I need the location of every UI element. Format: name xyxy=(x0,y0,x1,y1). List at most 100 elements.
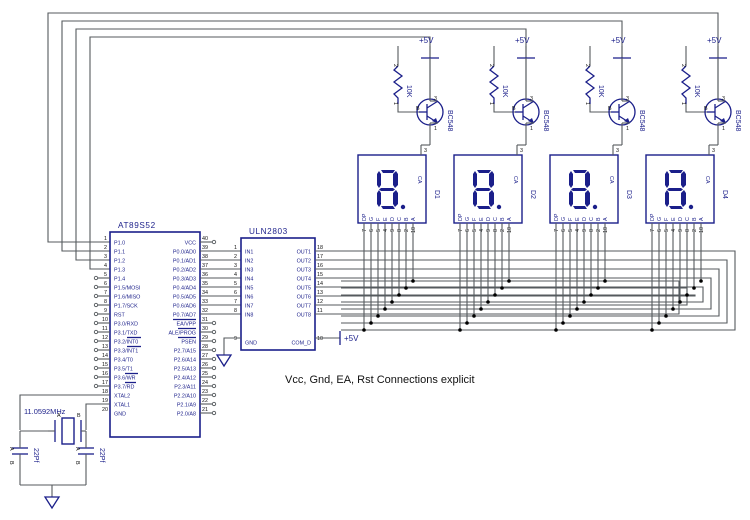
svg-text:8: 8 xyxy=(104,299,107,305)
display-d3-anode-label: CA xyxy=(608,176,614,184)
svg-text:P0.5/AD5: P0.5/AD5 xyxy=(173,295,196,301)
driver-label: ULN2803 xyxy=(249,227,288,236)
svg-text:10: 10 xyxy=(102,317,108,323)
svg-text:5: 5 xyxy=(472,229,478,232)
svg-text:36: 36 xyxy=(202,272,208,278)
svg-text:P3.0/RXD: P3.0/RXD xyxy=(114,322,138,328)
driver-com-pinnum: 10 xyxy=(317,336,323,342)
svg-text:27: 27 xyxy=(202,353,208,359)
svg-text:23: 23 xyxy=(202,389,208,395)
transistor-4-pin-e: 1 xyxy=(722,126,725,132)
display-d3[interactable]: D3 CA 3 DP G F E D C B A 7 6 5 4 9 8 2 1… xyxy=(549,133,632,332)
crystal-pin-b: B xyxy=(77,413,81,419)
supply-label-3: +5V xyxy=(611,36,626,45)
transistor-stage-4[interactable]: +5V 10K 2 1 BC548 3 B 1 xyxy=(680,36,741,133)
crystal-oscillator[interactable]: 11.0592MHz A B 22Pf A B 22Pf A B xyxy=(8,394,110,510)
svg-text:EA/VPP: EA/VPP xyxy=(177,322,197,328)
svg-text:2: 2 xyxy=(596,229,602,232)
svg-text:OUT6: OUT6 xyxy=(297,295,311,301)
svg-text:G: G xyxy=(369,217,375,221)
transistor-stage-1[interactable]: +5V 10K 2 1 BC548 3 B 1 xyxy=(392,36,453,133)
transistor-stage-2[interactable]: +5V 10K 2 1 BC548 3 B 1 xyxy=(488,36,549,133)
svg-text:37: 37 xyxy=(202,263,208,269)
resistor-1-value: 10K xyxy=(405,85,412,98)
svg-text:17: 17 xyxy=(317,254,323,260)
svg-text:10: 10 xyxy=(411,227,417,233)
transistor-2-pin-c: 3 xyxy=(530,96,533,102)
svg-text:G: G xyxy=(657,217,663,221)
transistor-1-pin-b: B xyxy=(416,106,420,112)
display-d2-anode-label: CA xyxy=(512,176,518,184)
cap-2-pin-bottom: B xyxy=(74,461,80,465)
svg-text:9: 9 xyxy=(486,229,492,232)
resistor-3-pin-bottom: 1 xyxy=(584,102,590,105)
driver-gnd-label: GND xyxy=(245,341,257,347)
svg-text:P0.4/AD4: P0.4/AD4 xyxy=(173,286,196,292)
display-d1[interactable]: D1 CA 3 DP G F E D C B A 7 6 5 4 9 8 2 1… xyxy=(357,133,440,332)
svg-text:D: D xyxy=(582,217,588,221)
seven-segment-glyph-d2 xyxy=(473,170,502,210)
svg-text:P3.2/INT0: P3.2/INT0 xyxy=(114,340,138,346)
supply-label-4: +5V xyxy=(707,36,722,45)
svg-text:P2.1/A9: P2.1/A9 xyxy=(177,403,196,409)
transistor-stage-3[interactable]: +5V 10K 2 1 BC548 3 B 1 xyxy=(584,36,645,133)
svg-text:IN1: IN1 xyxy=(245,250,253,256)
svg-text:10: 10 xyxy=(507,227,513,233)
resistor-4-pin-top: 2 xyxy=(680,64,686,67)
display-d4[interactable]: D4 CA 3 DP G F E D C B A 7 6 5 4 9 8 2 1… xyxy=(645,133,728,332)
display-d4-segment-labels: DP G F E D C B A 7 6 5 4 9 8 2 10 xyxy=(650,213,705,233)
svg-text:IN7: IN7 xyxy=(245,304,253,310)
svg-text:4: 4 xyxy=(575,229,581,232)
svg-text:2: 2 xyxy=(692,229,698,232)
cap-1-pin-top: A xyxy=(8,447,14,451)
transistor-1-pin-e: 1 xyxy=(434,126,437,132)
svg-text:F: F xyxy=(664,217,670,221)
display-d1-segment-labels: DP G F E D C B A 7 6 5 4 9 8 2 10 xyxy=(362,213,417,233)
svg-text:26: 26 xyxy=(202,362,208,368)
cap-2-value: 22Pf xyxy=(98,448,105,462)
transistor-4-pin-c: 3 xyxy=(722,96,725,102)
svg-text:IN3: IN3 xyxy=(245,268,253,274)
svg-text:OUT8: OUT8 xyxy=(297,313,311,319)
svg-text:6: 6 xyxy=(657,229,663,232)
svg-text:16: 16 xyxy=(317,263,323,269)
svg-text:6: 6 xyxy=(465,229,471,232)
svg-text:F: F xyxy=(472,217,478,221)
resistor-2-value: 10K xyxy=(501,85,508,98)
cap-2-pin-top: A xyxy=(74,447,80,451)
svg-text:P1.6/MISO: P1.6/MISO xyxy=(114,295,140,301)
display-d2[interactable]: D2 CA 3 DP G F E D C B A 7 6 5 4 9 8 2 1… xyxy=(453,133,536,332)
svg-text:DP: DP xyxy=(554,213,560,221)
svg-text:2: 2 xyxy=(500,229,506,232)
svg-text:16: 16 xyxy=(102,371,108,377)
transistor-4-pin-b: B xyxy=(704,106,708,112)
svg-text:P1.1: P1.1 xyxy=(114,250,125,256)
svg-text:P0.6/AD6: P0.6/AD6 xyxy=(173,304,196,310)
svg-text:C: C xyxy=(589,217,595,221)
svg-text:XTAL1: XTAL1 xyxy=(114,403,130,409)
resistor-2-pin-top: 2 xyxy=(488,64,494,67)
mcu-at89s52[interactable]: AT89S52 P1.01 P1.12 P1.23 P1.34 P1.45 P1… xyxy=(93,221,217,438)
svg-text:P3.3/INT1: P3.3/INT1 xyxy=(114,349,138,355)
svg-text:2: 2 xyxy=(404,229,410,232)
svg-text:4: 4 xyxy=(383,229,389,232)
ground-symbol-uln xyxy=(215,337,241,368)
svg-text:21: 21 xyxy=(202,407,208,413)
svg-text:P2.0/A8: P2.0/A8 xyxy=(177,412,196,418)
mcu-left-pin-stubs xyxy=(93,275,110,389)
mcu-right-pin-stubs xyxy=(200,239,217,416)
display-d1-ref: D1 xyxy=(433,190,440,199)
svg-text:13: 13 xyxy=(317,290,323,296)
svg-text:6: 6 xyxy=(369,229,375,232)
svg-text:8: 8 xyxy=(589,229,595,232)
svg-text:3: 3 xyxy=(234,263,237,269)
svg-text:OUT3: OUT3 xyxy=(297,268,311,274)
svg-text:5: 5 xyxy=(234,281,237,287)
svg-text:3: 3 xyxy=(104,254,107,260)
svg-text:14: 14 xyxy=(102,353,108,359)
svg-text:E: E xyxy=(671,217,677,221)
svg-text:7: 7 xyxy=(458,229,464,232)
svg-text:G: G xyxy=(561,217,567,221)
